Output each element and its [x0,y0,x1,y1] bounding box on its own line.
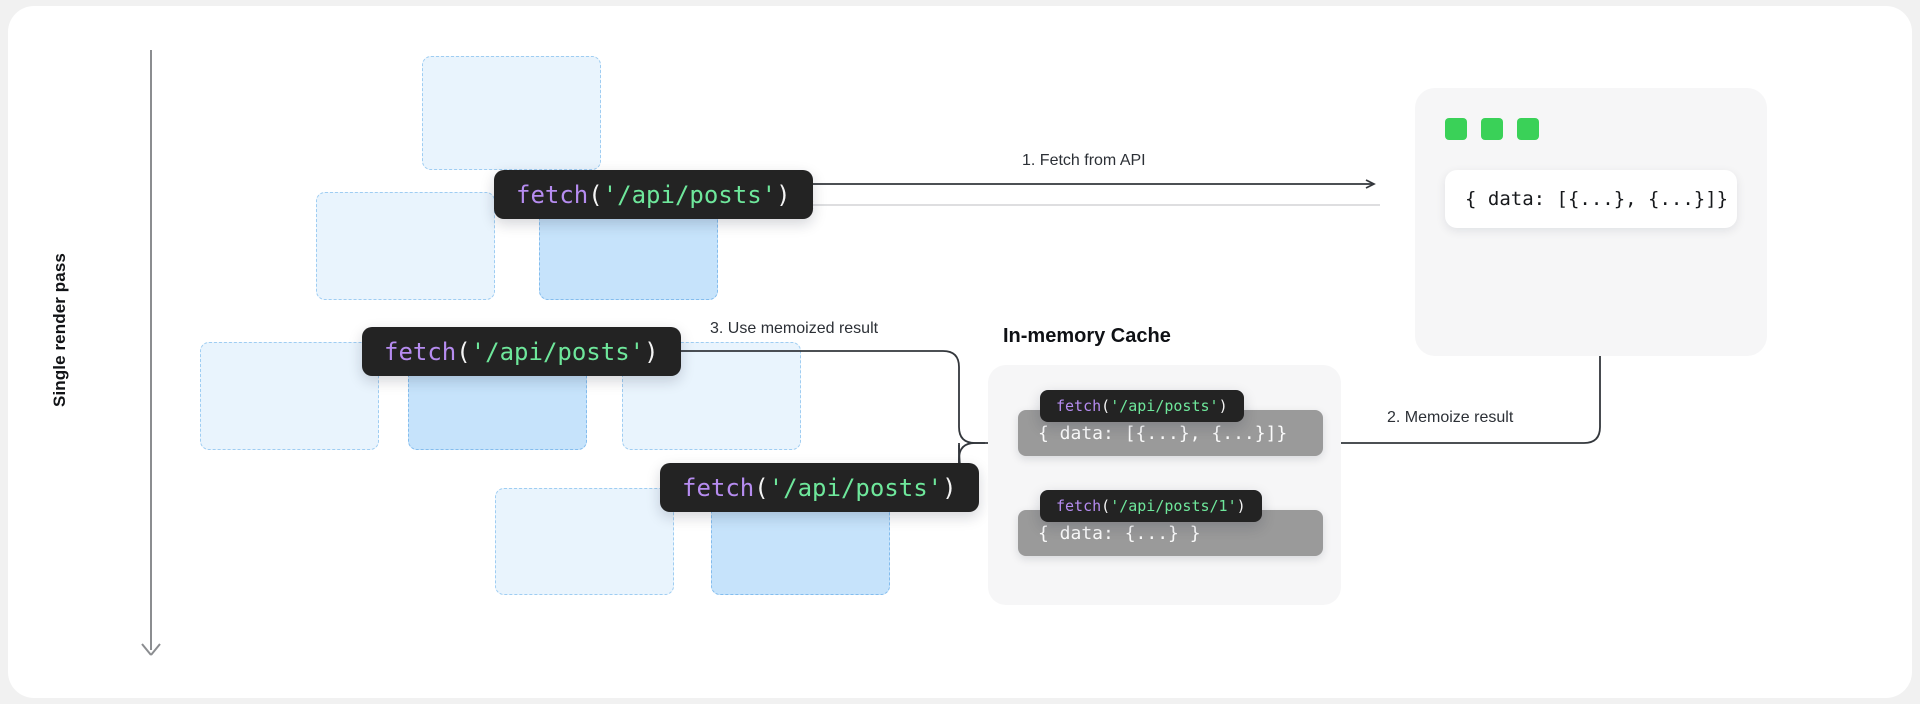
connector-label-fetch-from-api: 1. Fetch from API [1022,152,1146,169]
code-token-close: ) [644,337,659,366]
green-square-icon [1445,118,1467,140]
code-pill-fetch-bottom[interactable]: fetch ( '/api/posts' ) [660,463,979,512]
component-box [316,192,495,300]
code-token-close: ) [1218,397,1228,415]
code-token-arg: '/api/posts' [1110,397,1219,415]
server-card: { data: [{...}, {...}]} [1415,88,1767,356]
green-square-icon [1517,118,1539,140]
code-token-fn: fetch [682,473,755,502]
code-token-close: ) [776,180,791,209]
cache-entry-key: fetch ( '/api/posts/1' ) [1040,490,1262,522]
code-pill-fetch-top[interactable]: fetch ( '/api/posts' ) [494,170,813,219]
component-box [495,488,674,595]
code-token-arg: '/api/posts' [768,473,943,502]
code-token-arg: '/api/posts' [602,180,777,209]
code-token-fn: fetch [516,180,589,209]
code-token-arg: '/api/posts/1' [1110,497,1237,515]
cache-entry-key: fetch ( '/api/posts' ) [1040,390,1244,422]
render-pass-label: Single render pass [50,253,69,407]
component-box [200,342,379,450]
code-token-close: ) [942,473,957,502]
server-status-dots [1445,118,1539,140]
cache-title: In-memory Cache [1003,325,1171,347]
code-token-arg: '/api/posts' [470,337,645,366]
render-pass-axis-line [150,50,152,650]
server-response-box: { data: [{...}, {...}]} [1445,170,1737,228]
code-token-fn: fetch [384,337,457,366]
code-token-open: ( [1101,397,1111,415]
code-pill-fetch-middle[interactable]: fetch ( '/api/posts' ) [362,327,681,376]
code-token-close: ) [1236,497,1246,515]
code-token-open: ( [588,180,603,209]
component-box [422,56,601,170]
code-token-fn: fetch [1056,397,1102,415]
render-pass-arrow-icon [141,643,161,656]
connector-label-use-memoized-result: 3. Use memoized result [710,320,879,337]
code-token-open: ( [456,337,471,366]
cache-panel: { data: [{...}, {...}]} fetch ( '/api/po… [988,365,1341,605]
code-token-open: ( [1101,497,1111,515]
code-token-fn: fetch [1056,497,1102,515]
connector-label-memoize-result: 2. Memoize result [1387,409,1514,426]
code-token-open: ( [754,473,769,502]
green-square-icon [1481,118,1503,140]
